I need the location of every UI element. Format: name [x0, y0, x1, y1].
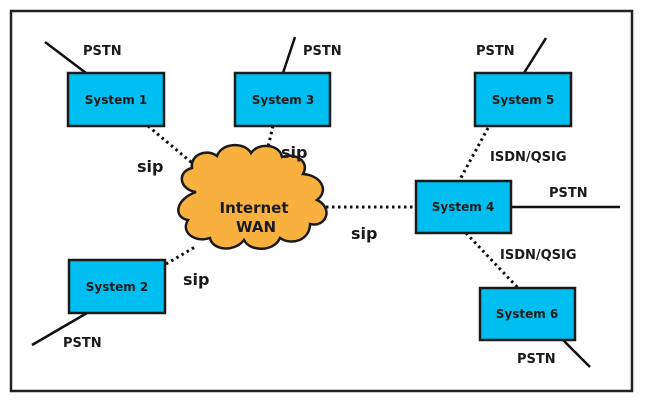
pstn-line-system5 [522, 37, 548, 74]
system-2: System 2 [67, 258, 167, 315]
cloud-label-line1: Internet [219, 199, 288, 217]
link-system3-wan [261, 125, 275, 169]
pstn-line-system6 [562, 339, 591, 368]
link-label-system1: sip [137, 157, 163, 176]
cloud-label-line2: WAN [236, 218, 276, 236]
internet-wan-cloud: Internet WAN [177, 143, 328, 250]
system-5: System 5 [473, 71, 573, 128]
link-label-system3: sip [281, 143, 307, 162]
system-3-label: System 3 [252, 93, 315, 107]
link-label-system4: sip [351, 224, 377, 243]
pstn-label-system6: PSTN [517, 352, 556, 367]
pstn-label-system2: PSTN [63, 336, 102, 351]
link-system4-system5 [456, 127, 490, 184]
pstn-label-system3: PSTN [303, 44, 342, 59]
system-1: System 1 [66, 71, 166, 128]
system-4-label: System 4 [432, 200, 495, 214]
system-2-label: System 2 [86, 280, 149, 294]
link-label-system5: ISDN/QSIG [490, 150, 567, 165]
system-4: System 4 [414, 179, 513, 235]
system-5-label: System 5 [492, 93, 555, 107]
system-1-label: System 1 [85, 93, 148, 107]
link-system4-system6 [464, 231, 520, 290]
link-label-system2: sip [183, 270, 209, 289]
pstn-label-system4: PSTN [549, 186, 588, 201]
pstn-line-system3 [281, 36, 297, 74]
pstn-line-system1 [44, 41, 87, 74]
system-6: System 6 [478, 286, 577, 342]
pstn-label-system1: PSTN [83, 44, 122, 59]
link-label-system6: ISDN/QSIG [500, 248, 577, 263]
pstn-line-system2 [31, 311, 88, 347]
system-3: System 3 [233, 71, 332, 128]
system-6-label: System 6 [496, 307, 559, 321]
pstn-label-system5: PSTN [476, 44, 515, 59]
